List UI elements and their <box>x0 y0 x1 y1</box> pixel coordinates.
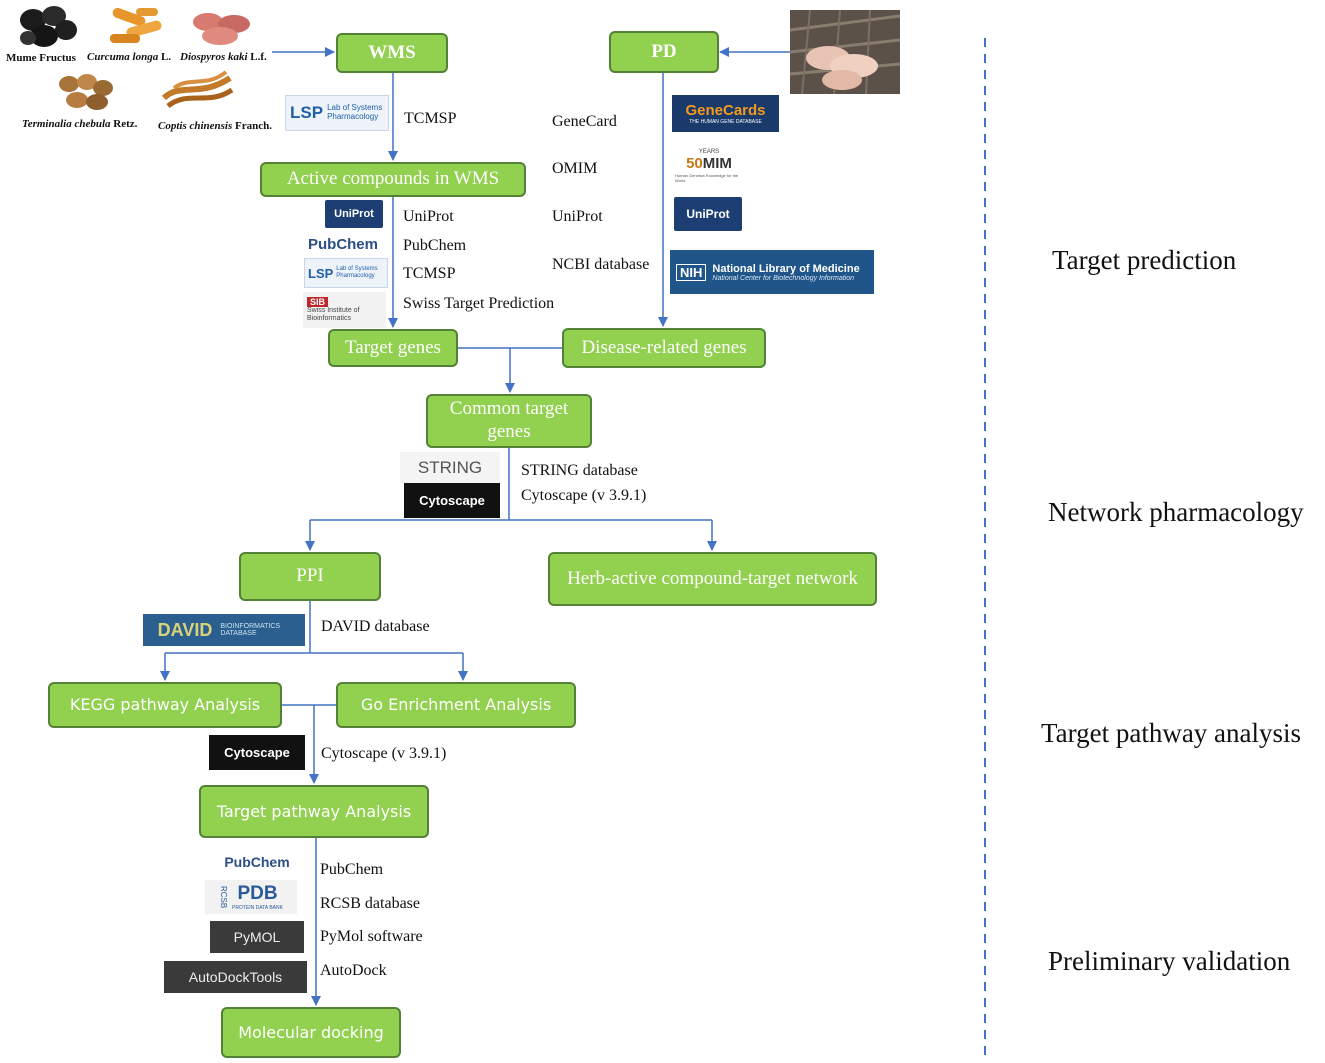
go-enrichment-analysis-box: Go Enrichment Analysis <box>336 682 576 728</box>
stage-network-pharmacology: Network pharmacology <box>1048 497 1304 527</box>
nih-text: National Library of Medicine <box>712 262 860 275</box>
herb-caption-curcuma: Curcuma longa L. <box>87 51 172 63</box>
david-logo-text: DAVID <box>157 619 213 640</box>
label-pubchem-left: PubChem <box>403 237 467 254</box>
pymol-logo-text: PyMOL <box>233 929 281 945</box>
uniprot-logo-left: UniProt <box>325 200 383 228</box>
cytoscape-logo-text: Cytoscape <box>419 493 485 508</box>
omim-sub: Human Genetics Knowledge for the World <box>675 173 739 183</box>
pd-box: PD <box>609 31 719 73</box>
david-logo: DAVID BIOINFORMATICS DATABASE <box>143 614 305 646</box>
string-logo: STRING <box>400 452 500 483</box>
herb-caption-coptis: Coptis chinensis Franch. <box>158 120 273 132</box>
lsp-text: Lab of Systems Pharmacology <box>327 103 383 121</box>
david-logo-sub: BIOINFORMATICS DATABASE <box>220 623 281 637</box>
stage-target-pathway-analysis: Target pathway analysis <box>1041 718 1302 748</box>
lsp-mark-2: LSP <box>308 265 334 281</box>
label-string-database: STRING database <box>521 462 638 479</box>
genecards-logo-text: GeneCards <box>685 102 766 119</box>
wms-box: WMS <box>336 33 448 73</box>
curcuma-longa-image <box>110 7 162 43</box>
nih-mark: NIH <box>676 263 707 281</box>
omim-logo-text: MIM <box>702 155 732 172</box>
common-target-genes-box: Common target genes <box>426 394 592 448</box>
target-pathway-analysis-box: Target pathway Analysis <box>199 785 429 838</box>
label-ncbi-database: NCBI database <box>552 256 650 273</box>
rcsb-pdb-logo: RCSB PDB PROTEIN DATA BANK <box>205 880 297 914</box>
common-target-genes-line2: genes <box>487 421 531 442</box>
label-tcmsp-2: TCMSP <box>403 265 456 282</box>
genecards-logo-sub: THE HUMAN GENE DATABASE <box>689 119 762 125</box>
pdb-logo-sub: PROTEIN DATA BANK <box>232 905 283 911</box>
pubchem-logo-text-2: PubChem <box>224 853 290 870</box>
omim-number: 50 <box>686 155 703 172</box>
pdb-block: PDB PROTEIN DATA BANK <box>232 883 283 911</box>
lsp-logo-tcmsp: LSP Lab of Systems Pharmacology <box>285 95 389 131</box>
ppi-box: PPI <box>239 552 381 601</box>
disease-related-genes-box: Disease-related genes <box>562 328 766 368</box>
coptis-chinensis-image <box>161 70 234 109</box>
pymol-logo: PyMOL <box>210 921 304 953</box>
herb-caption-terminalia: Terminalia chebula Retz. <box>22 118 138 130</box>
mume-fructus-image <box>20 6 77 47</box>
nih-nlm-logo: NIH National Library of Medicine Nationa… <box>670 250 874 294</box>
label-pubchem-docking: PubChem <box>320 861 384 878</box>
herb-caption-mume: Mume Fructus <box>6 52 76 64</box>
omim-mark: 50MIM <box>686 155 732 173</box>
rcsb-side-text: RCSB <box>219 885 229 909</box>
lsp-text-2: Lab of Systems Pharmacology <box>336 266 378 279</box>
herb-caption-diospyros: Diospyros kaki L.f. <box>180 51 267 63</box>
autodocktools-logo-text: AutoDockTools <box>188 969 283 985</box>
label-cytoscape-1: Cytoscape (v 3.9.1) <box>521 487 647 504</box>
lsp-mark: LSP <box>290 103 324 122</box>
stage-preliminary-validation: Preliminary validation <box>1048 946 1291 976</box>
terminalia-chebula-image <box>59 74 113 110</box>
label-genecard: GeneCard <box>552 113 617 130</box>
label-tcmsp-1: TCMSP <box>404 110 457 127</box>
string-logo-text: STRING <box>417 457 483 477</box>
pubchem-logo-text: PubChem <box>307 235 378 253</box>
pdb-logo-text: PDB <box>237 883 278 904</box>
target-genes-box: Target genes <box>328 329 458 367</box>
common-target-genes-line1: Common target <box>449 398 569 420</box>
cytoscape-logo-text-2: Cytoscape <box>224 745 290 760</box>
herb-compound-target-network-box: Herb-active compound-target network <box>548 552 877 606</box>
label-david-database: DAVID database <box>321 618 430 635</box>
omim-years: YEARS <box>698 149 720 155</box>
label-uniprot-left: UniProt <box>403 208 454 225</box>
pd-model-image <box>790 10 900 94</box>
stage-target-prediction: Target prediction <box>1052 245 1237 275</box>
pubchem-logo-left: PubChem <box>300 234 386 254</box>
label-swiss-target-prediction: Swiss Target Prediction <box>403 295 555 312</box>
label-rcsb-database: RCSB database <box>320 895 420 912</box>
omim-logo: YEARS 50MIM Human Genetics Knowledge for… <box>675 145 743 187</box>
sib-text: Swiss Institute of Bioinformatics <box>307 307 360 322</box>
sib-mark: SIB <box>307 297 329 308</box>
molecular-docking-box: Molecular docking <box>221 1007 401 1058</box>
cytoscape-logo-network: Cytoscape <box>404 483 500 518</box>
label-pymol-software: PyMol software <box>320 928 423 945</box>
label-uniprot-right: UniProt <box>552 208 603 225</box>
uniprot-logo-text-2: UniProt <box>686 207 730 221</box>
pubchem-logo-docking: PubChem <box>214 851 300 872</box>
label-cytoscape-2: Cytoscape (v 3.9.1) <box>321 745 447 762</box>
nih-sub: National Center for Biotechnology Inform… <box>712 274 855 282</box>
uniprot-logo-text: UniProt <box>334 208 374 220</box>
active-compounds-box: Active compounds in WMS <box>260 162 526 197</box>
autodocktools-logo: AutoDockTools <box>164 961 307 993</box>
diospyros-kaki-image <box>193 13 250 45</box>
cytoscape-logo-pathway: Cytoscape <box>209 735 305 770</box>
genecards-logo: GeneCards THE HUMAN GENE DATABASE <box>672 95 779 132</box>
sib-logo: SIB Swiss Institute of Bioinformatics <box>303 292 386 328</box>
lsp-logo-targets: LSP Lab of Systems Pharmacology <box>304 258 388 288</box>
kegg-pathway-analysis-box: KEGG pathway Analysis <box>48 682 282 728</box>
nih-text-block: National Library of Medicine National Ce… <box>712 263 859 282</box>
uniprot-logo-right: UniProt <box>674 197 742 231</box>
label-omim: OMIM <box>552 160 598 177</box>
label-autodock: AutoDock <box>320 962 387 979</box>
